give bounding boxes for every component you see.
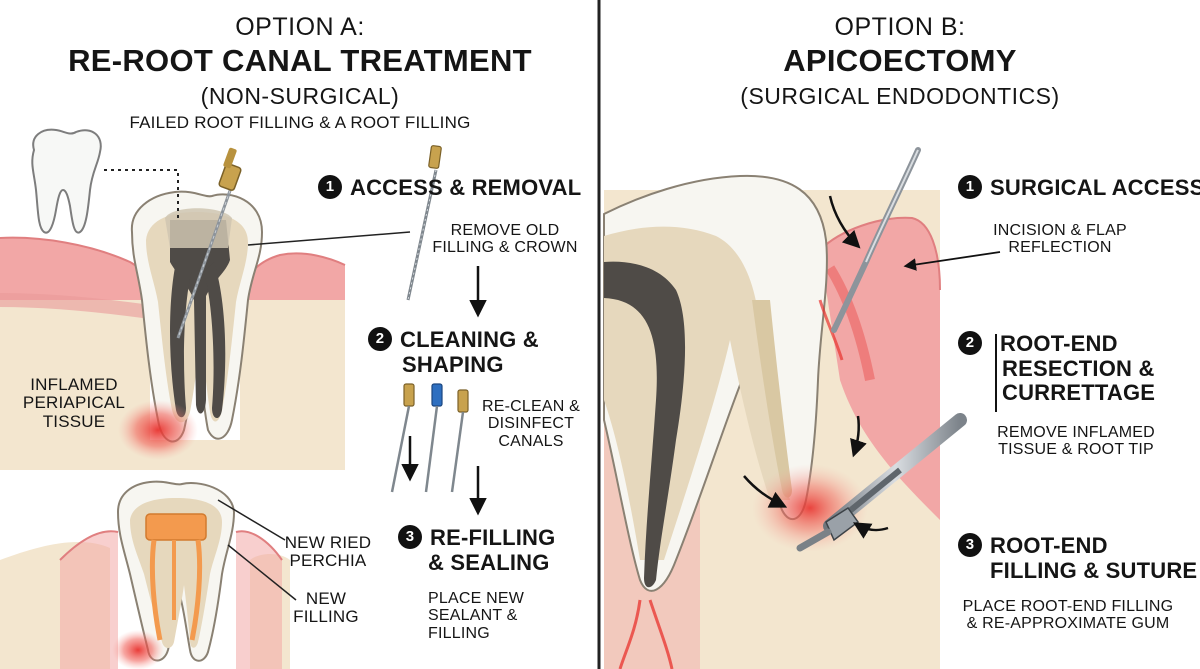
option-b-title: APICOECTOMY xyxy=(783,43,1017,78)
step-a1-desc: REMOVE OLD FILLING & CROWN xyxy=(432,222,578,257)
step-badge: 2 xyxy=(368,327,392,352)
step-a3-desc: PLACE NEW SEALANT & FILLING xyxy=(428,590,525,642)
option-a-subtitle: (NON-SURGICAL) xyxy=(200,83,400,109)
step-b3-desc: PLACE ROOT-END FILLING & RE-APPROXIMATE … xyxy=(962,598,1174,633)
step-badge: 1 xyxy=(958,175,982,200)
step-badge: 2 xyxy=(958,331,982,356)
left-instruments xyxy=(390,145,487,516)
new-filling-label: NEW FILLING xyxy=(293,589,359,627)
tooth-icon xyxy=(31,128,179,234)
left-top-tooth-scene xyxy=(0,147,411,470)
new-gutta-percha-label: NEW RIED PERCHIA xyxy=(284,533,372,571)
left-bottom-tooth-scene xyxy=(0,480,297,669)
step-b1-desc: INCISION & FLAP REFLECTION xyxy=(993,222,1127,257)
option-a-label: OPTION A: xyxy=(235,13,365,41)
step-badge: 3 xyxy=(398,525,422,550)
step-a2-desc: RE-CLEAN & DISINFECT CANALS xyxy=(481,398,581,450)
step-b2-desc: REMOVE INFLAMED TISSUE & ROOT TIP xyxy=(997,424,1155,459)
step-badge: 3 xyxy=(958,533,982,558)
option-b-subtitle: (SURGICAL ENDODONTICS) xyxy=(740,83,1060,109)
inflamed-tissue-label: INFLAMED PERIAPICAL TISSUE xyxy=(22,375,126,431)
option-a-caption: FAILED ROOT FILLING & A ROOT FILLING xyxy=(129,113,471,132)
right-tooth-scene xyxy=(603,147,1001,669)
option-b-label: OPTION B: xyxy=(834,13,966,41)
step-badge: 1 xyxy=(318,175,342,200)
option-a-title: RE-ROOT CANAL TREATMENT xyxy=(68,43,532,78)
